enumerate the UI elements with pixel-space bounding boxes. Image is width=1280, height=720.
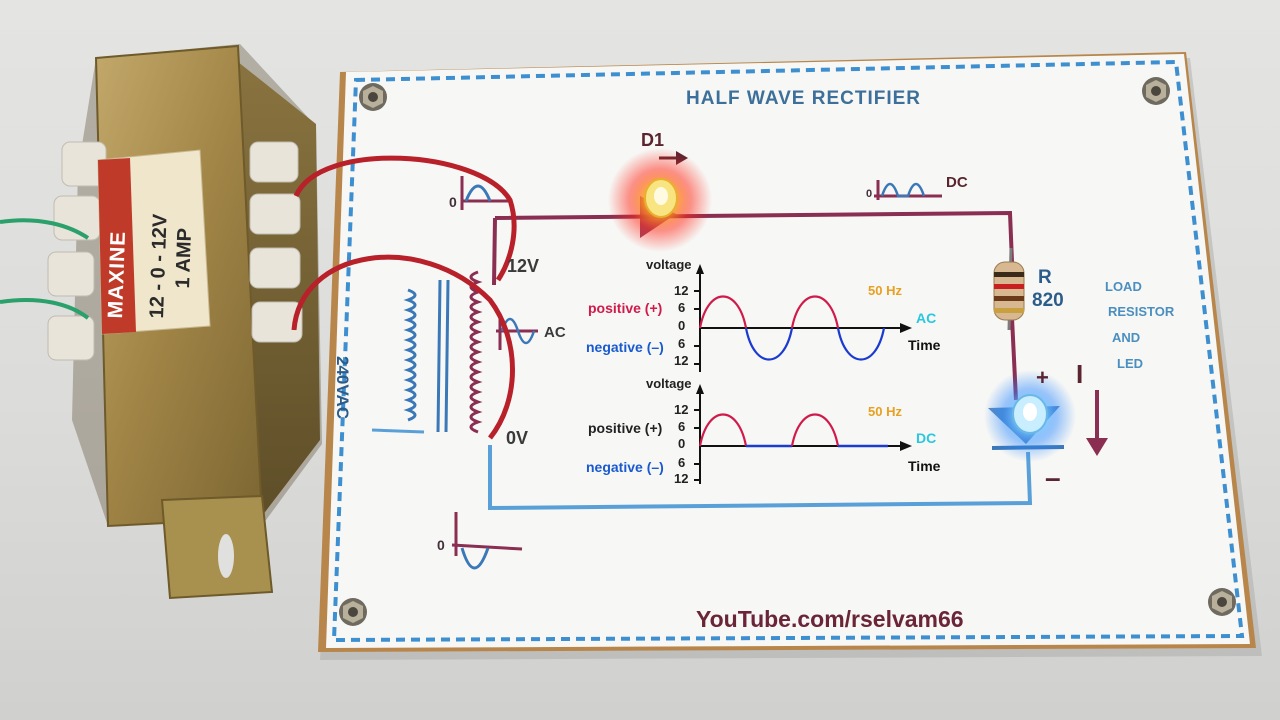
transformer-secondary-coil — [469, 270, 483, 434]
secondary-waveform-icon — [496, 317, 538, 350]
graph2-frequency: 50 Hz — [868, 404, 902, 419]
red-lead-12v — [293, 155, 517, 282]
input-waveform-icon — [460, 176, 508, 210]
graph1-frequency: 50 Hz — [868, 283, 902, 298]
secondary-ac-label: AC — [544, 324, 566, 341]
output-dc-waveform-icon — [874, 180, 942, 200]
transformer-core-2 — [436, 279, 442, 433]
red-lead-0v — [291, 254, 515, 440]
graph1-positive-label: positive (+) — [588, 300, 663, 316]
transformer — [47, 44, 322, 600]
green-wire-1 — [0, 218, 90, 240]
load-text-line-1: LOAD — [1105, 279, 1142, 294]
ac-positive-half-2 — [790, 295, 840, 329]
screw-bottom-right — [1208, 588, 1236, 616]
current-arrow-head — [1086, 438, 1108, 456]
graph2-x-axis-label: Time — [908, 458, 941, 474]
led-plus-sign: + — [1036, 365, 1049, 390]
graph1-negative-label: negative (–) — [586, 339, 664, 355]
circuit-board — [326, 54, 1250, 648]
ac-negative-half-1 — [744, 327, 794, 361]
input-zero-marker: 0 — [449, 194, 457, 210]
input-240vac-label: 240VAC — [333, 356, 352, 419]
board-border — [331, 59, 1245, 643]
graph1-tick-0: 0 — [678, 318, 686, 333]
graph2-tick-12-neg: 12 — [674, 471, 689, 486]
transformer-brand: MAXINE — [104, 230, 131, 319]
transformer-core-1 — [444, 279, 450, 433]
dc-positive-half-1 — [698, 413, 748, 447]
board-title: HALF WAVE RECTIFIER — [686, 88, 922, 109]
output-zero-marker: 0 — [866, 188, 873, 200]
graph-ac — [694, 264, 912, 372]
graph1-tick-6-neg: 6 — [678, 336, 686, 351]
graph-dc — [694, 384, 912, 484]
graph1-tick-12-pos: 12 — [674, 283, 689, 298]
screw-top-left — [359, 83, 387, 111]
load-text-line-3: AND — [1112, 330, 1141, 345]
graph2-tick-0: 0 — [678, 436, 686, 451]
graph1-signal-type: AC — [916, 310, 937, 326]
transformer-rating-1: 12 - 0 - 12V — [146, 213, 172, 319]
screw-top-right — [1142, 77, 1170, 105]
diode-label: D1 — [641, 130, 665, 150]
led-minus-sign: – — [1045, 462, 1061, 493]
graph1-tick-6-pos: 6 — [678, 300, 686, 315]
graph2-negative-label: negative (–) — [586, 459, 664, 475]
dc-positive-half-2 — [790, 413, 840, 447]
graph1-tick-12-neg: 12 — [674, 353, 689, 368]
load-text-line-2: RESISTOR — [1108, 304, 1175, 319]
resistor — [993, 247, 1025, 331]
red-led-core — [654, 187, 668, 205]
graph2-signal-type: DC — [916, 430, 937, 446]
screw-bottom-left — [339, 598, 367, 626]
bottom-zero-marker: 0 — [437, 537, 445, 553]
primary-lead — [371, 428, 425, 434]
bottom-waveform-icon — [451, 512, 523, 570]
green-wire-2 — [0, 298, 90, 320]
graph1-x-axis-label: Time — [908, 337, 941, 353]
mounting-hole — [218, 534, 234, 578]
resistor-label: R — [1038, 267, 1052, 288]
footer-url: YouTube.com/rselvam66 — [696, 606, 964, 632]
voltage-0v-label: 0V — [506, 428, 529, 448]
current-label: I — [1076, 359, 1084, 389]
graph2-y-axis-label: voltage — [646, 376, 692, 391]
graph2-tick-12-pos: 12 — [674, 402, 689, 417]
resistor-value: 820 — [1032, 290, 1064, 311]
graph2-tick-6-neg: 6 — [678, 455, 686, 470]
transformer-primary-coil — [403, 288, 417, 422]
output-dc-label: DC — [946, 174, 968, 191]
transformer-rating-2: 1 AMP — [172, 227, 197, 289]
graph2-positive-label: positive (+) — [588, 420, 663, 436]
ac-positive-half-1 — [698, 295, 748, 329]
wire-top-drop — [492, 217, 497, 286]
graph2-tick-6-pos: 6 — [678, 419, 686, 434]
graph1-y-axis-label: voltage — [646, 257, 692, 272]
wire-bottom — [488, 445, 1033, 511]
voltage-12v-label: 12V — [507, 256, 540, 276]
load-text-line-4: LED — [1117, 356, 1143, 371]
blue-led-core — [1023, 403, 1037, 421]
ac-negative-half-2 — [836, 327, 886, 361]
